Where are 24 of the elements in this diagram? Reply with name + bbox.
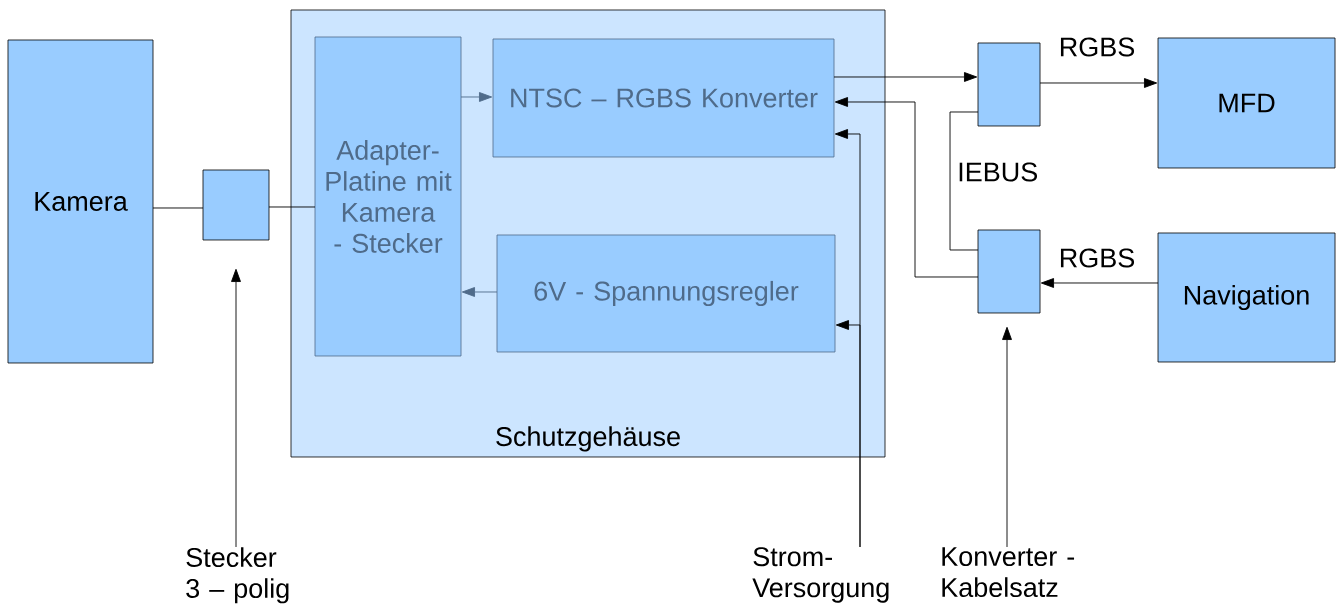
display-box: MFD — [1157, 37, 1336, 169]
connector-box — [202, 169, 270, 241]
arrow — [1039, 78, 1158, 88]
voltage-regulator-box: 6V - Spannungsregler — [496, 234, 836, 353]
note-text: Stecker 3 – polig — [186, 547, 289, 604]
adapter-board-box: Adapter-Platine mit Kamera - Stecker — [314, 36, 462, 357]
camera-box: Kamera — [7, 39, 154, 364]
arrow — [231, 268, 241, 548]
arrow — [1002, 326, 1012, 548]
connector-box — [977, 42, 1041, 127]
arrow — [833, 72, 978, 82]
edge-label: RGBS — [1056, 246, 1138, 270]
navigation-box: Navigation — [1157, 232, 1336, 363]
arrow — [461, 287, 498, 297]
note-text: Konverter - Kabelsatz — [942, 547, 1075, 598]
edge-label: RGBS — [1056, 35, 1138, 59]
edge-label: IEBUS — [955, 160, 1041, 184]
connector-box — [977, 229, 1041, 314]
arrow — [1040, 278, 1159, 288]
arrow — [834, 97, 979, 278]
note-text: Strom-Versorgung — [752, 547, 889, 603]
arrow — [835, 320, 861, 548]
arrow — [460, 92, 493, 102]
converter-box: NTSC – RGBS Konverter — [492, 38, 835, 158]
